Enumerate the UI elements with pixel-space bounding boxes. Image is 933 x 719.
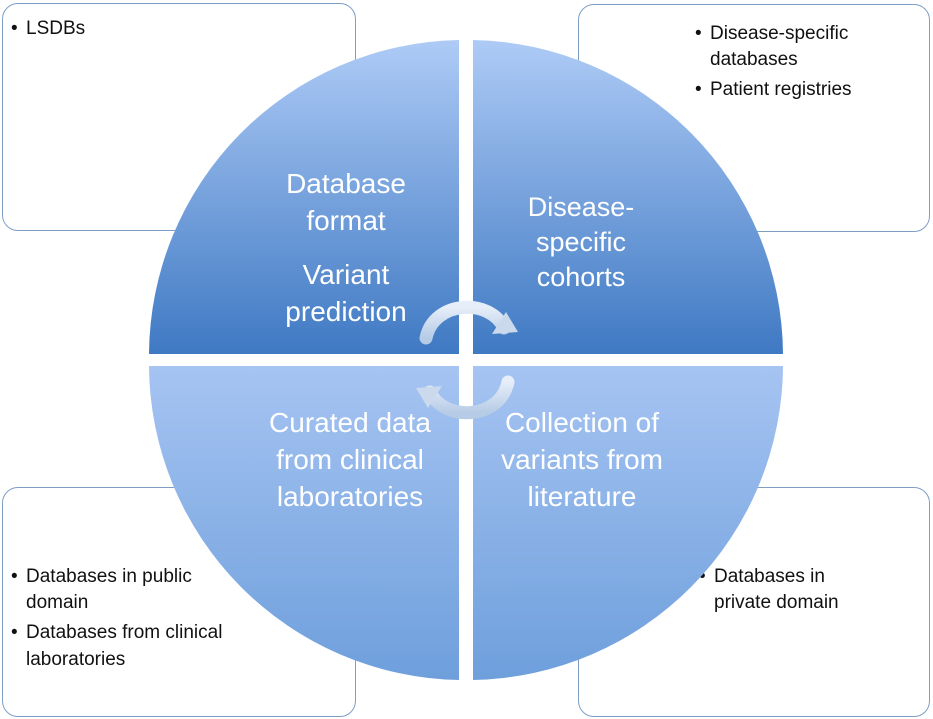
quadrant-bottom-right-label: Collection of variants from literature <box>501 407 663 513</box>
box-top-right: •Disease-specific databases •Patient reg… <box>578 4 930 232</box>
quadrant-top-right-label: Disease-specific cohorts <box>527 192 635 293</box>
quadrant-top-left-label-1: Database format <box>286 168 406 237</box>
list-item: •Disease-specific databases <box>695 23 849 71</box>
list-item: •Patient registries <box>695 79 852 101</box>
quadrant-top-right <box>473 40 783 354</box>
quadrant-bottom-left <box>149 366 459 680</box>
list-item: •Databases in private domain <box>699 566 839 614</box>
quadrant-top-left-label-2: Variant prediction <box>285 259 407 328</box>
list-item: •LSDBs <box>11 18 86 39</box>
quadrant-top-left <box>149 40 459 354</box>
list-item: •Databases in public domain <box>11 566 192 614</box>
cycle-arrows-icon <box>416 300 518 420</box>
list-item: •Databases from clinical laboratories <box>11 622 223 670</box>
quadrant-bottom-right <box>473 366 783 680</box>
quadrant-bottom-left-label: Curated data from clinical laboratories <box>269 407 431 513</box>
